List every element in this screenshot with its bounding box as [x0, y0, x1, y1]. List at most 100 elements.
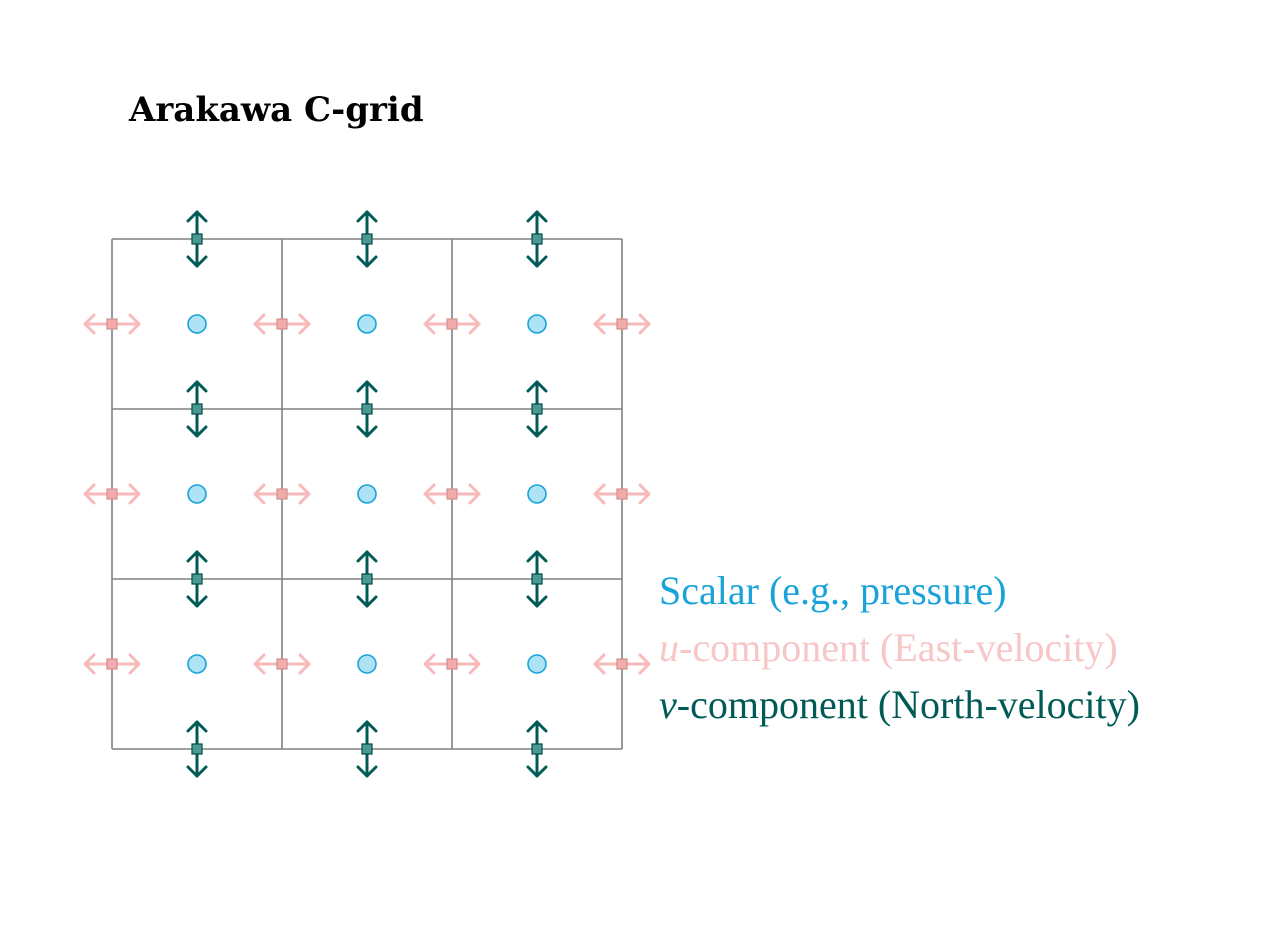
- v-marker: [531, 233, 543, 245]
- u-velocity-point: [83, 313, 141, 335]
- v-arrow-head-south: [526, 765, 548, 778]
- v-arrow-head-south: [186, 255, 208, 268]
- v-marker: [531, 403, 543, 415]
- scalar-point: [527, 654, 547, 674]
- u-arrow-head-east: [128, 483, 141, 505]
- u-marker: [276, 318, 288, 330]
- scalar-point: [187, 484, 207, 504]
- u-arrow-head-east: [468, 483, 481, 505]
- u-velocity-point: [253, 653, 311, 675]
- legend-v-symbol: v: [659, 682, 677, 727]
- u-velocity-point: [593, 313, 651, 335]
- v-arrow-head-north: [526, 380, 548, 393]
- v-velocity-point: [186, 720, 208, 778]
- u-arrow-head-east: [638, 653, 651, 675]
- u-marker: [276, 488, 288, 500]
- v-arrow-head-south: [526, 255, 548, 268]
- u-velocity-point: [83, 653, 141, 675]
- u-velocity-point: [423, 653, 481, 675]
- scalar-points: [187, 314, 547, 674]
- u-arrow-head-west: [83, 483, 96, 505]
- v-arrow-head-north: [356, 380, 378, 393]
- v-arrow-head-south: [186, 765, 208, 778]
- u-arrow-head-west: [253, 313, 266, 335]
- v-arrow-head-north: [186, 210, 208, 223]
- v-arrow-head-north: [356, 210, 378, 223]
- u-arrow-head-east: [638, 483, 651, 505]
- v-velocity-point: [186, 210, 208, 268]
- v-velocity-point: [526, 720, 548, 778]
- v-arrow-head-north: [526, 210, 548, 223]
- v-marker: [191, 573, 203, 585]
- u-arrow-head-east: [298, 483, 311, 505]
- u-arrow-head-east: [298, 653, 311, 675]
- v-arrow-head-south: [356, 595, 378, 608]
- u-marker: [616, 658, 628, 670]
- v-arrow-head-north: [356, 720, 378, 733]
- u-marker: [616, 318, 628, 330]
- v-arrow-head-north: [526, 550, 548, 563]
- v-marker: [361, 743, 373, 755]
- u-arrow-head-east: [128, 653, 141, 675]
- u-velocity-point: [423, 313, 481, 335]
- v-velocity-point: [526, 380, 548, 438]
- scalar-point: [357, 654, 377, 674]
- v-velocity-point: [526, 210, 548, 268]
- v-arrow-head-south: [186, 425, 208, 438]
- u-arrow-head-east: [468, 313, 481, 335]
- legend-scalar-label: Scalar (e.g., pressure): [659, 568, 1007, 613]
- u-marker: [616, 488, 628, 500]
- scalar-point: [527, 484, 547, 504]
- legend-v-label: v-component (North-velocity): [659, 682, 1140, 727]
- v-marker: [191, 403, 203, 415]
- v-arrow-head-south: [186, 595, 208, 608]
- scalar-point: [527, 314, 547, 334]
- u-arrow-head-west: [593, 313, 606, 335]
- u-velocity-point: [593, 653, 651, 675]
- v-marker: [361, 573, 373, 585]
- u-velocity-point: [593, 483, 651, 505]
- u-arrow-head-west: [423, 313, 436, 335]
- v-velocity-point: [356, 550, 378, 608]
- u-arrow-head-east: [468, 653, 481, 675]
- u-marker: [446, 658, 458, 670]
- u-arrow-head-west: [423, 653, 436, 675]
- v-arrow-head-north: [186, 550, 208, 563]
- v-velocity-point: [356, 720, 378, 778]
- v-arrow-head-south: [356, 765, 378, 778]
- u-velocity-point: [253, 313, 311, 335]
- legend-u-label: u-component (East-velocity): [659, 625, 1118, 670]
- v-marker: [191, 233, 203, 245]
- u-arrow-head-west: [593, 483, 606, 505]
- u-velocity-point: [423, 483, 481, 505]
- v-velocity-point: [526, 550, 548, 608]
- v-marker: [361, 233, 373, 245]
- v-velocity-point: [186, 380, 208, 438]
- v-arrow-head-north: [526, 720, 548, 733]
- scalar-point: [357, 314, 377, 334]
- v-velocity-point: [356, 380, 378, 438]
- u-arrow-head-west: [253, 483, 266, 505]
- v-marker: [531, 573, 543, 585]
- u-arrow-head-east: [128, 313, 141, 335]
- v-arrow-head-north: [186, 720, 208, 733]
- diagram-title: Arakawa C-grid: [128, 90, 424, 130]
- v-arrow-head-south: [526, 595, 548, 608]
- u-marker: [106, 488, 118, 500]
- u-velocity-point: [83, 483, 141, 505]
- scalar-point: [357, 484, 377, 504]
- v-marker: [531, 743, 543, 755]
- legend-u-symbol: u: [659, 625, 679, 670]
- v-arrow-head-north: [356, 550, 378, 563]
- u-arrow-head-west: [83, 653, 96, 675]
- v-arrow-head-south: [356, 255, 378, 268]
- legend-u-text: -component (East-velocity): [679, 625, 1118, 670]
- scalar-point: [187, 314, 207, 334]
- u-velocity-arrows: [83, 313, 651, 675]
- u-marker: [446, 488, 458, 500]
- u-marker: [106, 318, 118, 330]
- v-arrow-head-south: [356, 425, 378, 438]
- u-marker: [446, 318, 458, 330]
- v-velocity-point: [186, 550, 208, 608]
